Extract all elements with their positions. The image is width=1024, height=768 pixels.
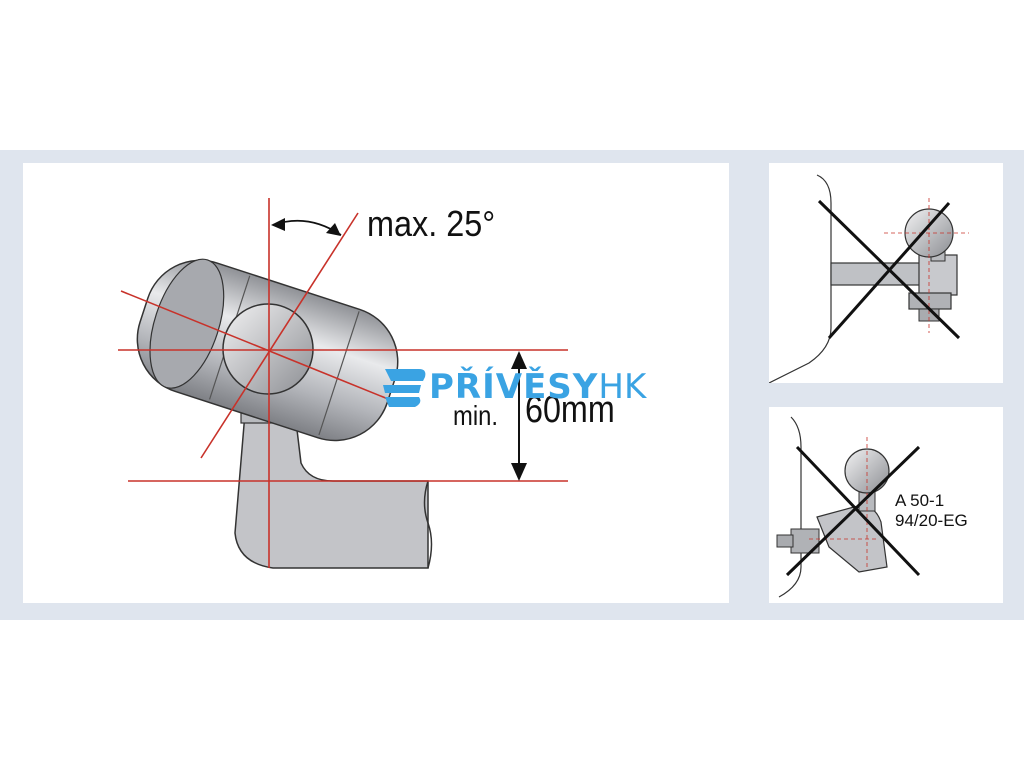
dimension-arrow-bottom (511, 463, 527, 481)
bar-end-break (423, 480, 433, 569)
cross-mark (817, 199, 961, 340)
approval-line-2: 94/20-EG (895, 511, 968, 530)
guide-lines (118, 198, 568, 568)
vehicle-edge (778, 416, 802, 598)
vehicle-edge (769, 174, 832, 383)
tow-ball (222, 303, 314, 395)
wrong-mount-diagram-1 (769, 163, 1003, 383)
dimension-arrow-top (511, 351, 527, 369)
wrong-mount-drawing-1 (769, 174, 969, 383)
wrong-mount-diagram-2: A 50-1 94/20-EG (769, 407, 1003, 603)
bolt-stem (776, 534, 794, 548)
angle-arrow-right (326, 223, 341, 236)
cross-mark (785, 445, 921, 577)
logo-icon (383, 369, 426, 407)
min-height-prefix: min. (453, 400, 498, 431)
tow-ball-angle-diagram (118, 198, 568, 569)
max-angle-label: max. 25° (367, 203, 496, 244)
approval-line-1: A 50-1 (895, 491, 945, 510)
logo-text: PŘÍVĚSY (429, 367, 599, 407)
wrong-mount-drawing-2 (776, 416, 921, 598)
angle-arrow-left (271, 218, 285, 231)
min-height-value: 60mm (525, 389, 615, 431)
approval-text: A 50-1 94/20-EG (895, 491, 968, 531)
logo-suffix: HK (598, 367, 647, 407)
